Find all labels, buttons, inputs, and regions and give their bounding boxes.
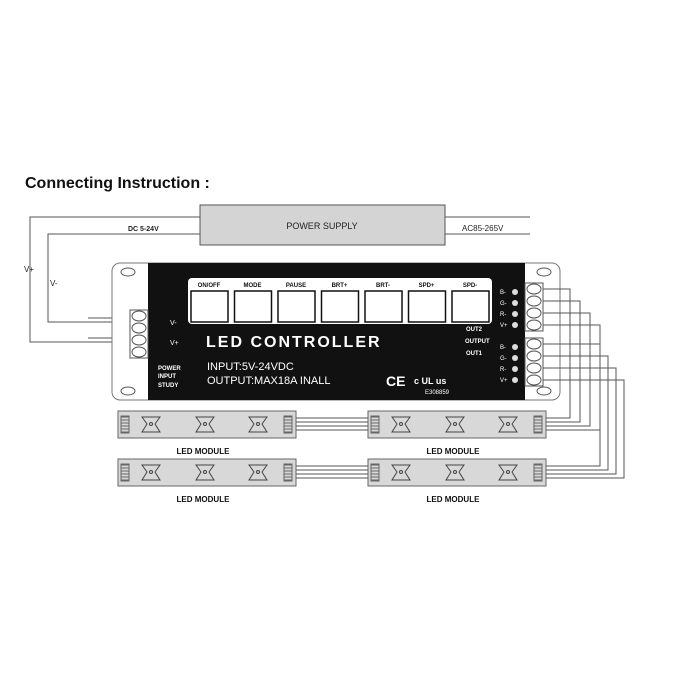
led-modules: LED MODULE LED MODULE LED MODULE LED MODULE bbox=[117, 410, 547, 504]
led-chip-icon bbox=[141, 464, 161, 481]
led-chip-icon bbox=[195, 416, 215, 433]
terminal-dot bbox=[512, 366, 518, 372]
ul-mark: c UL us bbox=[414, 376, 446, 386]
terminal-dot bbox=[512, 322, 518, 328]
left-term-label: V+ bbox=[170, 340, 179, 347]
button-spd[interactable] bbox=[451, 290, 490, 323]
input-spec: INPUT:5V-24VDC bbox=[207, 361, 294, 373]
terminal-dot bbox=[512, 289, 518, 295]
terminal-block bbox=[524, 282, 544, 332]
vplus-label: V+ bbox=[24, 265, 34, 274]
led-module: LED MODULE bbox=[117, 458, 297, 504]
terminal-dot bbox=[512, 311, 518, 317]
button-label: BRT+ bbox=[332, 283, 348, 289]
button-label: SPD+ bbox=[419, 283, 435, 289]
button-label: SPD- bbox=[463, 283, 477, 289]
dc-label: DC 5-24V bbox=[128, 226, 159, 233]
wire-vminus bbox=[47, 233, 200, 323]
button-brt[interactable] bbox=[320, 290, 360, 323]
power-input-text: POWER bbox=[158, 366, 181, 372]
screw-icon bbox=[131, 310, 147, 322]
screw-icon bbox=[131, 322, 147, 334]
terminal-dot bbox=[512, 344, 518, 350]
button-label: BRT- bbox=[376, 283, 390, 289]
wire-vplus bbox=[29, 216, 200, 343]
button-panel: ON/OFF MODE PAUSE BRT+ BRT- SPD+ SPD- bbox=[190, 283, 490, 323]
led-module-label: LED MODULE bbox=[177, 447, 231, 456]
ce-mark: CE bbox=[386, 373, 405, 389]
right-term-label: V+ bbox=[500, 323, 508, 329]
led-module: LED MODULE bbox=[367, 458, 547, 504]
screw-icon bbox=[526, 338, 542, 350]
led-chip-icon bbox=[391, 464, 411, 481]
led-chip-icon bbox=[498, 464, 518, 481]
button-pause[interactable] bbox=[277, 290, 316, 323]
led-module: LED MODULE bbox=[367, 410, 547, 456]
out2-label: OUT2 bbox=[466, 327, 483, 333]
button-spd[interactable] bbox=[407, 290, 447, 323]
cert-number: E308859 bbox=[425, 390, 450, 396]
led-chip-icon bbox=[445, 416, 465, 433]
power-supply-label: POWER SUPPLY bbox=[286, 221, 357, 231]
screw-icon bbox=[526, 374, 542, 386]
led-chip-icon bbox=[498, 416, 518, 433]
ac-label: AC85-265V bbox=[462, 224, 504, 233]
terminal-dot bbox=[512, 377, 518, 383]
screw-icon bbox=[131, 346, 147, 358]
button-label: ON/OFF bbox=[198, 283, 221, 289]
button-onoff[interactable] bbox=[190, 290, 229, 323]
power-supply bbox=[199, 204, 446, 246]
right-term-label: R- bbox=[500, 312, 506, 318]
led-chip-icon bbox=[195, 464, 215, 481]
output-wires bbox=[296, 288, 625, 479]
screw-icon bbox=[526, 350, 542, 362]
terminal-dot bbox=[512, 300, 518, 306]
screw-icon bbox=[526, 319, 542, 331]
right-term-label: G- bbox=[500, 356, 507, 362]
left-term-label: V- bbox=[170, 320, 177, 327]
terminal-dot bbox=[512, 355, 518, 361]
right-term-label: B- bbox=[500, 290, 506, 296]
screw-icon bbox=[526, 295, 542, 307]
screw-icon bbox=[526, 362, 542, 374]
led-chip-icon bbox=[248, 464, 268, 481]
screw-icon bbox=[526, 307, 542, 319]
screw-icon bbox=[131, 334, 147, 346]
terminals: B- G- R- V+ B- G- R- V+ bbox=[129, 282, 544, 387]
led-module-label: LED MODULE bbox=[177, 495, 231, 504]
led-module-label: LED MODULE bbox=[427, 447, 481, 456]
right-term-label: G- bbox=[500, 301, 507, 307]
terminal-block bbox=[129, 309, 149, 359]
led-chip-icon bbox=[445, 464, 465, 481]
title: Connecting Instruction : bbox=[25, 175, 210, 192]
out1-label: OUT1 bbox=[466, 351, 483, 357]
power-input-text: STUDY bbox=[158, 383, 178, 389]
button-brt[interactable] bbox=[364, 290, 403, 323]
right-term-label: V+ bbox=[500, 378, 508, 384]
terminal-block bbox=[524, 337, 544, 387]
vminus-label: V- bbox=[50, 279, 58, 288]
led-chip-icon bbox=[391, 416, 411, 433]
led-module-label: LED MODULE bbox=[427, 495, 481, 504]
button-mode[interactable] bbox=[233, 290, 273, 323]
right-term-label: R- bbox=[500, 367, 506, 373]
led-module: LED MODULE bbox=[117, 410, 297, 456]
controller-name: LED CONTROLLER bbox=[206, 334, 382, 351]
button-label: MODE bbox=[244, 283, 262, 289]
output-label: OUTPUT bbox=[465, 339, 490, 345]
led-chip-icon bbox=[141, 416, 161, 433]
power-input-text: INPUT bbox=[158, 374, 176, 380]
screw-icon bbox=[526, 283, 542, 295]
button-label: PAUSE bbox=[286, 283, 306, 289]
led-chip-icon bbox=[248, 416, 268, 433]
output-spec: OUTPUT:MAX18A INALL bbox=[207, 375, 331, 387]
right-term-label: B- bbox=[500, 345, 506, 351]
